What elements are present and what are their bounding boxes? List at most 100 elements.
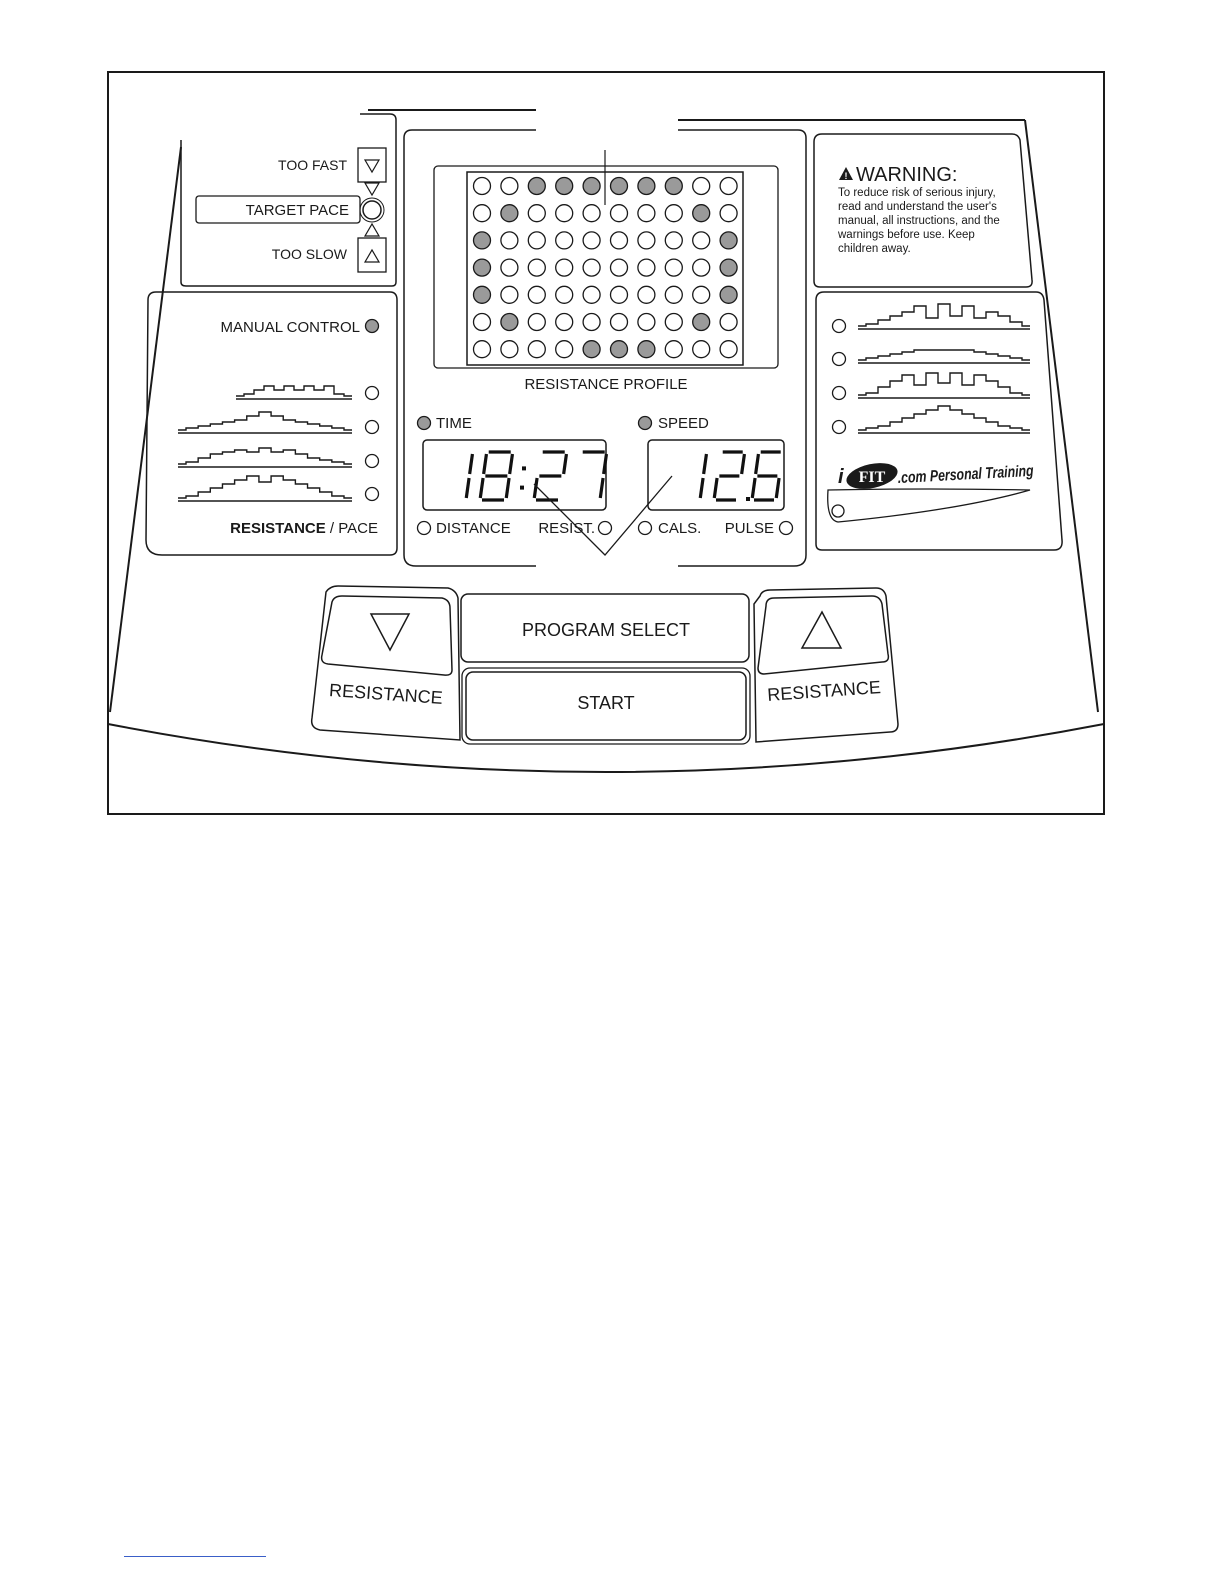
program-select-button[interactable]: PROGRAM SELECT	[460, 593, 750, 663]
decimal-dot	[746, 497, 750, 501]
matrix-led	[500, 231, 519, 250]
matrix-led	[609, 258, 629, 277]
program-led[interactable]	[831, 419, 847, 435]
footer-rule	[124, 1556, 266, 1557]
matrix-led	[664, 204, 683, 223]
too-slow-icon	[363, 248, 381, 263]
too-slow-label: TOO SLOW	[272, 246, 348, 262]
matrix-led	[582, 204, 601, 223]
matrix-led	[637, 285, 656, 304]
digit-segment	[602, 453, 609, 475]
pulse-led	[778, 520, 794, 536]
matrix-led	[664, 285, 683, 304]
matrix-led	[472, 285, 492, 304]
resist-label: RESIST.	[538, 520, 595, 537]
program-led[interactable]	[831, 385, 847, 401]
matrix-led	[582, 258, 601, 277]
matrix-led	[500, 312, 519, 332]
matrix-led	[664, 312, 683, 332]
matrix-led	[527, 231, 546, 250]
matrix-led	[664, 340, 683, 359]
matrix-led	[472, 231, 492, 250]
matrix-led	[692, 340, 711, 359]
matrix-led	[472, 340, 492, 359]
matrix-led	[637, 204, 656, 223]
matrix-led	[664, 231, 683, 250]
warning-panel: ! WARNING: To reduce risk of serious inj…	[813, 133, 1033, 288]
matrix-led	[637, 258, 656, 277]
matrix-led	[555, 285, 574, 304]
speed-led	[637, 415, 653, 431]
target-pace-led	[362, 200, 382, 220]
matrix-led	[582, 285, 601, 304]
matrix-led	[472, 176, 492, 196]
digit-segment	[702, 453, 709, 475]
start-button[interactable]: START	[461, 667, 751, 745]
too-fast-icon	[363, 159, 381, 174]
pace-panel: TOO FAST TARGET PACE TOO SLOW	[180, 113, 397, 287]
right-profile-icons	[831, 303, 1030, 435]
digit-segment	[774, 477, 781, 499]
too-fast-indicator	[357, 147, 387, 183]
warning-line-2: read and understand the user's	[838, 201, 997, 213]
distance-led	[416, 520, 432, 536]
warning-line-5: children away.	[838, 243, 911, 255]
digit-segment	[482, 453, 489, 475]
matrix-led	[527, 312, 546, 332]
matrix-led	[719, 285, 738, 304]
program-led[interactable]	[364, 486, 380, 502]
program-led[interactable]	[364, 453, 380, 469]
matrix-led	[527, 340, 546, 359]
matrix-led	[719, 340, 738, 359]
button-area: RESISTANCE RESISTANCE PROGRAM SELECT STA…	[310, 585, 899, 745]
profile-icon	[178, 411, 352, 431]
ifit-led	[831, 504, 845, 518]
resistance-down-label: RESISTANCE	[329, 680, 444, 708]
profile-icon	[858, 303, 1030, 327]
warning-title: WARNING:	[856, 164, 957, 186]
distance-label: DISTANCE	[436, 520, 511, 537]
matrix-led	[582, 340, 601, 359]
digit-segment	[598, 477, 605, 499]
center-panel: RESISTANCE PROFILE TIME SPEED DISTANCE R…	[403, 129, 807, 567]
matrix-led	[637, 176, 656, 196]
matrix-led	[500, 204, 519, 223]
pulse-label: PULSE	[725, 520, 774, 537]
digit-segment	[712, 477, 719, 499]
right-display	[647, 439, 785, 511]
matrix-led	[637, 340, 656, 359]
program-led[interactable]	[364, 419, 380, 435]
too-fast-label: TOO FAST	[278, 157, 347, 173]
resistance-up-label: RESISTANCE	[767, 677, 882, 705]
manual-control-led	[364, 318, 380, 334]
matrix-led	[692, 285, 711, 304]
program-select-label: PROGRAM SELECT	[522, 620, 690, 640]
matrix-led	[609, 285, 629, 304]
matrix-led	[500, 176, 519, 196]
ifit-slot	[827, 488, 1031, 523]
program-led[interactable]	[831, 351, 847, 367]
digit-segment	[478, 477, 485, 499]
program-led[interactable]	[364, 385, 380, 401]
too-slow-indicator	[357, 237, 387, 273]
digit-segment	[468, 453, 475, 475]
matrix-led	[527, 258, 546, 277]
matrix-led	[582, 231, 601, 250]
ifit-logo: i FIT .com Personal Training	[838, 463, 1034, 489]
matrix-led	[555, 231, 574, 250]
matrix-led	[719, 258, 738, 277]
digit-segment	[508, 453, 515, 475]
matrix-led	[609, 176, 629, 196]
start-label: START	[577, 693, 634, 713]
matrix-led	[719, 204, 738, 223]
program-led[interactable]	[831, 318, 847, 334]
matrix-led	[582, 176, 601, 196]
chevron-up-icon	[363, 222, 381, 237]
warning-line-3: manual, all instructions, and the	[838, 215, 1000, 227]
matrix-led	[664, 258, 683, 277]
digit-segment	[532, 477, 539, 499]
right-program-panel: i FIT .com Personal Training	[815, 291, 1063, 551]
resistance-up-button[interactable]	[757, 595, 890, 675]
resistance-down-button[interactable]	[320, 595, 453, 676]
matrix-led	[582, 312, 601, 332]
